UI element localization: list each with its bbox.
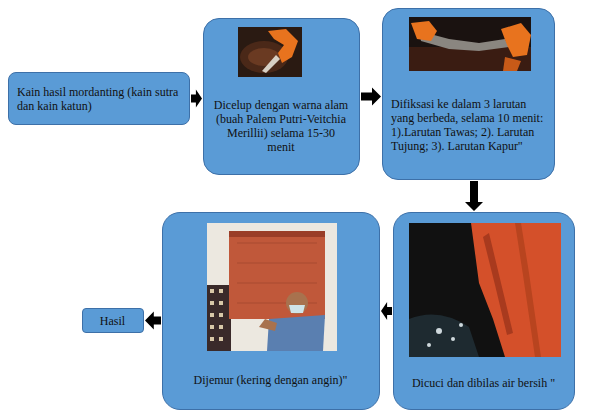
process-box: Dijemur (kering dengan angin)": [162, 212, 380, 410]
dyeing-photo: [238, 27, 302, 77]
step-text: Dicuci dan dibilas air bersih ": [394, 376, 573, 390]
step-text: Dicelup dengan warna alam (buah Palem Pu…: [204, 98, 358, 154]
fixation-photo: [409, 17, 531, 71]
rinsing-photo: [409, 223, 561, 357]
process-box: Kain hasil mordanting (kain sutra dan ka…: [8, 72, 190, 125]
process-box: Dicuci dan dibilas air bersih ": [393, 212, 575, 410]
block-arrow: [361, 88, 381, 106]
process-box: Hasil: [82, 308, 144, 333]
step-text: Dijemur (kering dengan angin)": [163, 373, 378, 387]
block-arrow: [465, 181, 483, 211]
step-text: Hasil: [83, 314, 142, 328]
drying-photo: [207, 223, 337, 351]
block-arrow: [191, 90, 202, 108]
process-box: Dicelup dengan warna alam (buah Palem Pu…: [203, 18, 360, 175]
step-text: Kain hasil mordanting (kain sutra dan ka…: [9, 85, 188, 113]
block-arrow: [381, 302, 392, 320]
process-box: Difiksasi ke dalam 3 larutan yang berbed…: [382, 8, 555, 180]
step-text: Difiksasi ke dalam 3 larutan yang berbed…: [383, 97, 553, 153]
block-arrow: [145, 312, 161, 330]
